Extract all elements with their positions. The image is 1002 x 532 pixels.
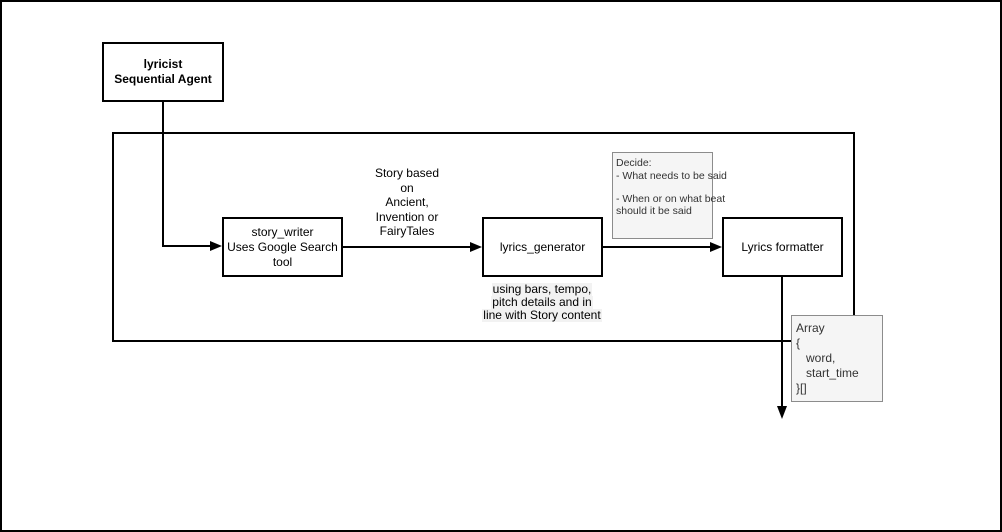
node-label: lyricist <box>143 57 183 71</box>
node-label: story_writer <box>251 224 314 239</box>
note-line: start_time <box>796 366 859 380</box>
edge-label-line: pitch details and in <box>491 295 593 309</box>
node-label: lyrics_generator <box>499 239 586 254</box>
note-line: { <box>796 336 801 350</box>
edge-label-using-bars: using bars, tempo, pitch details and in … <box>442 283 642 322</box>
note-line <box>616 182 709 193</box>
node-lyricist-sequential-agent: lyricist Sequential Agent <box>102 42 224 102</box>
note-array-output: Array { word, start_time }[] <box>791 315 883 402</box>
edge-label-line: Story based <box>374 166 440 180</box>
edge-label-line: line with Story content <box>482 308 602 322</box>
note-line: }[] <box>796 381 807 395</box>
edge-label-line: using bars, tempo, <box>491 282 593 296</box>
node-label: Lyrics formatter <box>741 239 824 254</box>
edge-label-line: Ancient, <box>385 195 429 209</box>
note-line: should it be said <box>616 205 692 217</box>
node-lyrics-generator: lyrics_generator <box>482 217 603 277</box>
note-line: - What needs to be said <box>616 169 727 182</box>
note-line: Array <box>796 321 825 335</box>
node-label: Sequential Agent <box>114 72 212 86</box>
note-line: word, <box>796 351 836 365</box>
arrowhead-icon <box>777 406 787 419</box>
note-decide: Decide: - What needs to be said - When o… <box>612 152 727 239</box>
node-story-writer: story_writer Uses Google Search tool <box>222 217 343 277</box>
note-line: - When or on what beat <box>616 192 726 205</box>
node-label: tool <box>272 254 293 269</box>
node-label: Uses Google Search <box>227 239 338 254</box>
edge-label-line: on <box>400 180 414 195</box>
node-lyrics-formatter: Lyrics formatter <box>722 217 843 277</box>
edge-label-line: FairyTales <box>379 224 435 238</box>
edge-label-story-based: Story based on Ancient, Invention or Fai… <box>342 166 472 239</box>
edge-label-line: Invention or <box>375 209 439 224</box>
note-line: Decide: <box>616 157 652 169</box>
